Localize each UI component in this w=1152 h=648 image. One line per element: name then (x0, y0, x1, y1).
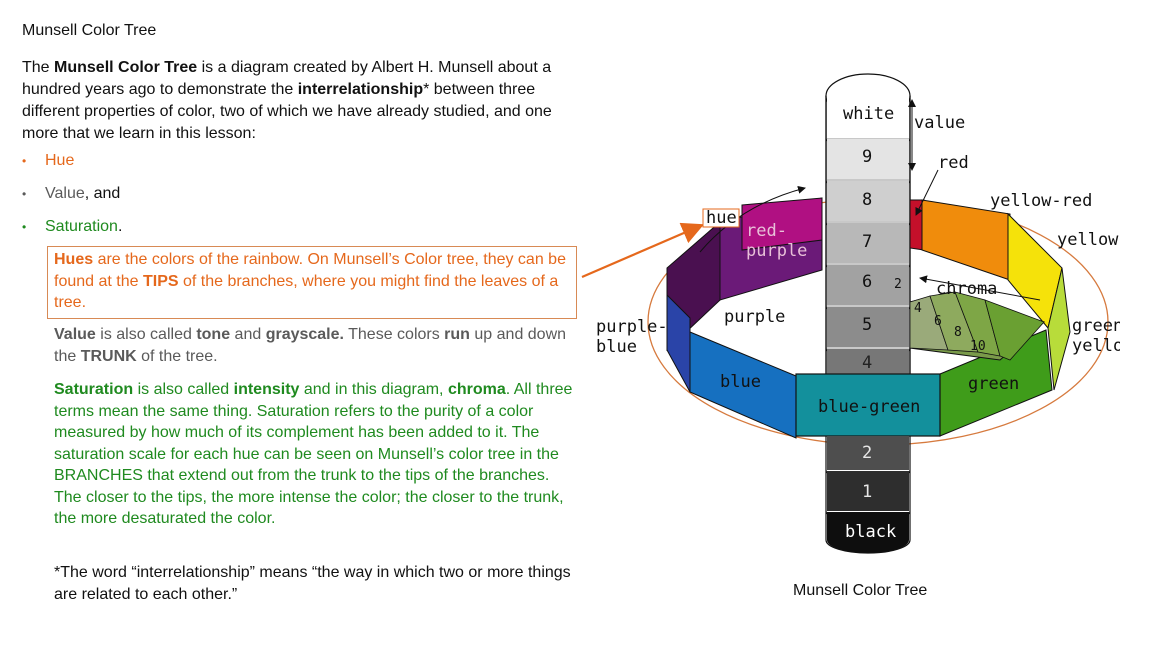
saturation-paragraph: Saturation is also called intensity and … (54, 379, 574, 530)
hue-para-text-2: of the branches, where you might find th… (54, 272, 559, 312)
hue-label: hue (706, 208, 737, 228)
chroma-arrow (919, 275, 1041, 301)
list-item-hue: •Hue (22, 152, 75, 169)
hue-para-bold-1: Hues (54, 251, 94, 268)
value-number-4: 4 (862, 353, 872, 373)
value-para-text-3: These colors (343, 326, 445, 343)
value-number-8: 8 (862, 190, 872, 210)
hue-para-bold-2: TIPS (142, 272, 179, 290)
chroma-number-8: 8 (954, 325, 962, 340)
value-para-bold-2: tone (196, 326, 231, 343)
sat-para-bold-2: intensity (233, 381, 300, 398)
value-number-1: 1 (862, 482, 872, 502)
red-arrow (915, 169, 939, 216)
intro-bold-1: Munsell Color Tree (54, 59, 198, 76)
hue-label: Hue (45, 152, 75, 169)
chroma-number-6: 6 (934, 314, 942, 329)
footnote: *The word “interrelationship” means “the… (54, 564, 571, 603)
purple-label: purple (724, 307, 785, 327)
list-item-value: •Value, and (22, 185, 121, 202)
hue-ring (666, 197, 1071, 439)
chroma-number-4: 4 (914, 301, 922, 316)
chroma-branch (909, 291, 1046, 361)
value-number-5: 5 (862, 315, 872, 335)
blue-label: blue (720, 372, 761, 392)
sat-para-bold-1: Saturation (54, 381, 134, 398)
value-para-text-5: of the tree. (136, 347, 218, 365)
page-title: Munsell Color Tree (22, 22, 157, 39)
purple-blue-label-2: blue (596, 337, 637, 357)
white-label: white (843, 104, 894, 124)
hue-para-text-1: are the colors of the rainbow. On Munsel… (54, 251, 566, 290)
intro-paragraph: The Munsell Color Tree is a diagram crea… (22, 57, 582, 145)
purple-blue-label-1: purple- (596, 317, 668, 337)
sat-para-text-2: and in this diagram, (299, 381, 448, 398)
green-label: green (968, 374, 1019, 394)
diagram-caption: Munsell Color Tree (793, 582, 928, 599)
list-item-saturation: •Saturation. (22, 218, 123, 235)
chroma-number-10: 10 (970, 339, 986, 354)
value-para-text-4: up and down the (54, 326, 567, 365)
value-para-text-2: and (230, 326, 266, 343)
blue-green-label: blue-green (818, 397, 920, 417)
sat-para-bold-3: chroma (447, 381, 506, 398)
value-para-bold-5: TRUNK (80, 347, 137, 365)
trunk-upper (825, 73, 911, 397)
green-yellow-label-1: green- (1072, 316, 1120, 336)
saturation-label: Saturation (45, 218, 118, 235)
value-label: Value (45, 185, 85, 202)
trunk-lower (825, 436, 911, 554)
intro-text-2: is a diagram created by Albert H. Munsel… (22, 59, 552, 98)
hue-pointer-arrow (581, 222, 705, 279)
value-para-text-1: is also called (95, 326, 197, 343)
red-label: red (938, 153, 969, 173)
yellow-label: yellow (1057, 230, 1119, 250)
green-yellow-label-2: yellow (1072, 336, 1120, 356)
red-purple-label-1: red- (746, 221, 787, 241)
sat-para-text-3: . All three terms mean the same thing. S… (54, 381, 573, 527)
value-suffix: , and (84, 185, 121, 202)
munsell-tree-diagram: white 9 8 7 6 5 4 2 1 black value red ye… (581, 73, 1120, 554)
intro-bold-2: interrelationship (297, 81, 424, 98)
yellow-red-label: yellow-red (990, 191, 1092, 211)
hue-arc-arrow (699, 185, 806, 253)
saturation-suffix: . (117, 218, 123, 235)
hue-label-box (702, 208, 740, 228)
value-para-bold-1: Value (54, 326, 96, 343)
red-purple-label-2: purple (746, 241, 807, 261)
black-label: black (845, 522, 896, 542)
chroma-number-2: 2 (894, 277, 902, 292)
value-para-bold-4: run (444, 326, 470, 343)
value-label: value (914, 113, 965, 133)
value-para-bold-3: grayscale. (265, 326, 344, 343)
value-paragraph: Value is also called tone and grayscale.… (54, 324, 574, 367)
value-number-7: 7 (862, 232, 872, 252)
value-number-9: 9 (862, 147, 872, 167)
hue-callout-box: Hues are the colors of the rainbow. On M… (47, 246, 577, 319)
value-number-6: 6 (862, 272, 872, 292)
chroma-label: chroma (936, 279, 997, 299)
value-number-2: 2 (862, 443, 872, 463)
sat-para-text-1: is also called (133, 381, 234, 398)
intro-text-1: The (22, 59, 55, 76)
intro-text-3: * between three different properties of … (22, 81, 552, 142)
